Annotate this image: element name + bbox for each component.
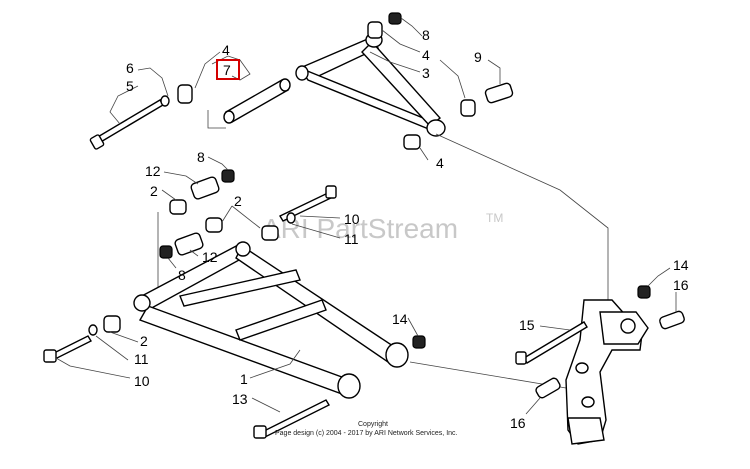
leader-4-c [439, 59, 466, 99]
callout-10-mid[interactable]: 10 [344, 211, 360, 227]
callout-2-mid[interactable]: 2 [234, 193, 242, 209]
upper-bushing-4-d[interactable] [177, 84, 193, 104]
callout-1[interactable]: 1 [240, 371, 248, 387]
leader-14-right [647, 267, 671, 287]
callout-11-mid[interactable]: 11 [344, 231, 359, 247]
bolt-13[interactable] [253, 399, 330, 439]
leader-8-top [400, 17, 423, 37]
leader-13 [251, 397, 281, 413]
upper-bushing-8[interactable] [388, 12, 402, 25]
callout-11-low[interactable]: 11 [134, 351, 149, 367]
callout-13[interactable]: 13 [232, 391, 248, 407]
callout-10-low[interactable]: 10 [134, 373, 150, 389]
lower-a-arm[interactable] [133, 241, 409, 399]
leader-15 [539, 325, 571, 331]
pin-9[interactable] [484, 82, 514, 104]
leader-4-lower [419, 147, 429, 161]
leader-2-mid [221, 205, 233, 223]
connector-lower-spindle [409, 361, 567, 389]
leader-6 [137, 67, 169, 97]
leader-5 [109, 85, 139, 125]
leader-1 [249, 349, 301, 379]
pin-16-right[interactable] [659, 310, 686, 330]
callout-5[interactable]: 5 [126, 78, 134, 94]
callout-8-mid[interactable]: 8 [197, 149, 205, 165]
callout-3[interactable]: 3 [422, 65, 430, 81]
washer-6[interactable] [160, 95, 170, 107]
callout-2-low[interactable]: 2 [140, 333, 148, 349]
leader-16-low [525, 397, 541, 415]
upper-bushing-4-a[interactable] [367, 21, 383, 39]
callout-16-low[interactable]: 16 [510, 415, 526, 431]
leader-8-low [167, 257, 177, 269]
copyright-line-2: Page design (c) 2004 - 2017 by ARI Netwo… [275, 430, 458, 437]
nut-14-mid[interactable] [412, 335, 426, 349]
leader-11-mid [291, 223, 341, 239]
leader-14-mid [407, 317, 419, 337]
callout-6[interactable]: 6 [126, 60, 134, 76]
nut-14-right[interactable] [637, 285, 651, 299]
callout-4-upper[interactable]: 4 [422, 47, 430, 63]
pin-16-low[interactable] [535, 377, 562, 399]
washer-11-mid[interactable] [286, 212, 296, 224]
callout-4-top[interactable]: 4 [222, 42, 230, 58]
leader-10-mid [299, 215, 341, 219]
leader-9 [487, 59, 501, 84]
highlight-box-7 [216, 59, 240, 80]
leader-12-top [163, 171, 199, 185]
bolt-5[interactable] [89, 99, 164, 150]
leader-11-low [95, 335, 129, 361]
leader-10-low [55, 357, 131, 379]
callout-14-right[interactable]: 14 [673, 257, 689, 273]
bushing-2-right[interactable] [261, 225, 279, 241]
callout-12-mid[interactable]: 12 [202, 249, 218, 265]
callout-9[interactable]: 9 [474, 49, 482, 65]
bushing-8-mid[interactable] [221, 169, 235, 183]
callout-15[interactable]: 15 [519, 317, 535, 333]
leader-2-bracket [140, 212, 159, 301]
leader-2-low [109, 331, 139, 343]
bolt-10-low[interactable] [43, 335, 92, 363]
leader-4-top [194, 51, 221, 89]
bushing-2-mid[interactable] [205, 217, 223, 233]
callout-14-mid[interactable]: 14 [392, 311, 408, 327]
leader-4-upper [381, 29, 421, 53]
leader-2-top [161, 189, 177, 201]
callout-16-right[interactable]: 16 [673, 277, 689, 293]
watermark-trademark: TM [486, 211, 503, 225]
bushing-2-top[interactable] [169, 199, 187, 215]
callout-12-top[interactable]: 12 [145, 163, 161, 179]
sleeve-7[interactable] [223, 78, 291, 124]
connector-upper-spindle [435, 133, 609, 300]
upper-bushing-4-b[interactable] [403, 134, 421, 150]
washer-11-low[interactable] [88, 324, 98, 336]
copyright-line-1: Copyright [358, 421, 388, 428]
bushing-8-low[interactable] [159, 245, 173, 259]
callout-4-lower[interactable]: 4 [436, 155, 444, 171]
spindle-knuckle[interactable] [565, 299, 649, 445]
bushing-12-mid[interactable] [174, 232, 204, 256]
callout-2-top[interactable]: 2 [150, 183, 158, 199]
callout-7[interactable]: 7 [223, 62, 231, 78]
upper-bushing-4-c[interactable] [460, 99, 476, 117]
leader-7-lower [207, 110, 226, 129]
callout-8-low[interactable]: 8 [178, 267, 186, 283]
leader-12-mid [189, 249, 199, 257]
bushing-2-low[interactable] [103, 315, 121, 333]
bolt-15[interactable] [515, 321, 588, 365]
leader-3 [369, 51, 421, 73]
bushing-12-top[interactable] [190, 176, 220, 200]
leader-2-right [231, 205, 261, 229]
leader-8-mid [207, 156, 229, 171]
callout-8-top[interactable]: 8 [422, 27, 430, 43]
